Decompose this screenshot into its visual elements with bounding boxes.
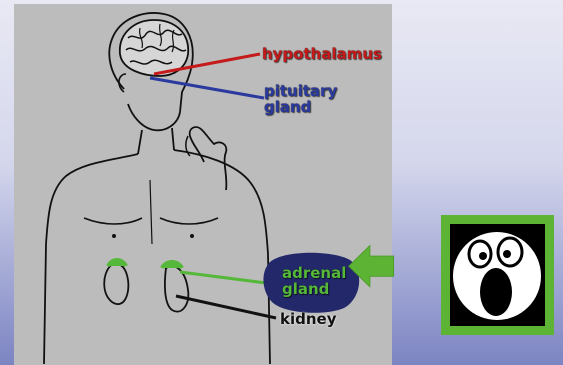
shocked-face-box [441,215,554,335]
kidney-leader-line [176,296,276,318]
anatomy-diagram-panel: hypothalamus pituitary gland adrenal gla… [14,4,392,365]
adrenal-gland-label-line1: adrenal [282,266,346,281]
brain-icon [120,20,188,76]
shocked-face-icon [450,224,545,326]
adrenal-gland-left [108,260,126,266]
pituitary-gland-label-line2: gland [264,100,311,115]
kidney-left-icon [104,264,128,304]
pituitary-leader-line [150,78,264,98]
adrenal-gland-label-line2: gland [282,282,329,297]
pituitary-gland-label-line1: pituitary [264,84,337,99]
adrenal-gland-right [162,262,182,268]
hypothalamus-label: hypothalamus [262,47,382,62]
shocked-face-background [450,224,545,326]
kidney-label: kidney [280,312,336,327]
adrenal-leader-line [180,272,274,284]
